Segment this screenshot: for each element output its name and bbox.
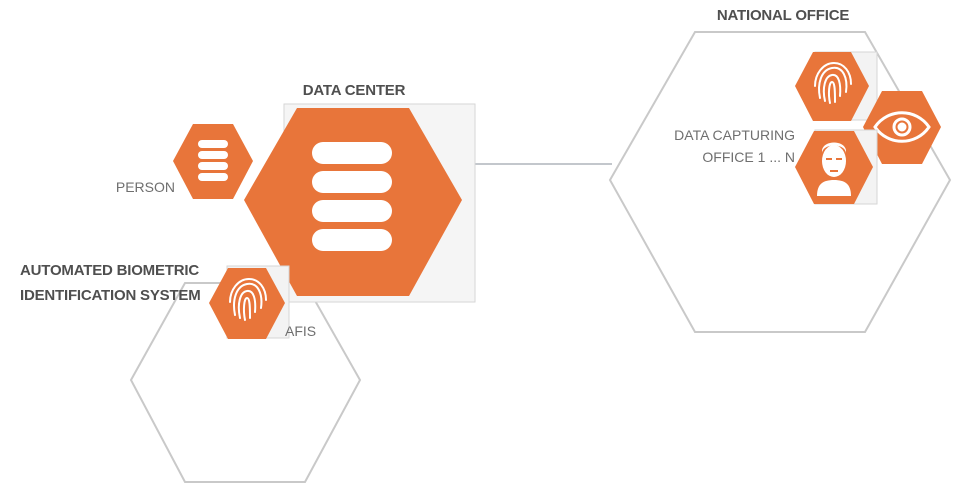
afis-title-line1: AUTOMATED BIOMETRIC — [20, 262, 199, 279]
afis-outline-hexagon — [129, 282, 362, 483]
database-icon — [198, 140, 228, 181]
national-office-title: NATIONAL OFFICE — [717, 7, 849, 24]
person-label: PERSON — [116, 179, 175, 195]
person-hexagon — [173, 124, 253, 199]
afis-hexagon — [209, 268, 285, 339]
office-label-line2: OFFICE 1 ... N — [702, 149, 795, 165]
fingerprint-icon — [814, 61, 852, 104]
fingerprint-hexagon — [795, 52, 869, 121]
eye-icon — [873, 111, 931, 143]
face-icon — [817, 142, 851, 196]
afis-label: AFIS — [285, 323, 316, 339]
national-office-hexagon — [608, 31, 952, 333]
office-label-line1: DATA CAPTURING — [674, 127, 795, 143]
afis-title-line2: IDENTIFICATION SYSTEM — [20, 287, 201, 304]
database-icon — [312, 142, 392, 251]
data-center-title: DATA CENTER — [303, 82, 406, 99]
fingerprint-icon — [229, 277, 267, 321]
flow-arrow — [454, 157, 612, 171]
